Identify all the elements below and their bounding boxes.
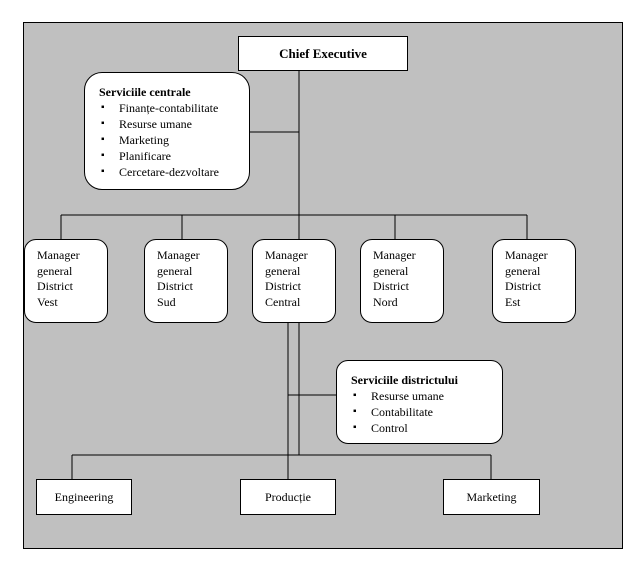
department-label: Marketing <box>466 489 517 504</box>
list-item: Control <box>351 420 492 436</box>
manager-line: general <box>265 263 301 278</box>
manager-line: Manager <box>157 248 200 262</box>
department-marketing-box: Marketing <box>443 479 540 515</box>
manager-line: District <box>157 279 193 293</box>
manager-line: general <box>157 263 193 278</box>
manager-line: Est <box>505 294 521 309</box>
manager-line: District <box>37 279 73 293</box>
list-item: Marketing <box>99 132 239 148</box>
department-productie-box: Producție <box>240 479 336 515</box>
list-item: Resurse umane <box>99 116 239 132</box>
district-services-title: Serviciile districtului <box>351 373 458 387</box>
central-services-title: Serviciile centrale <box>99 85 191 99</box>
manager-line: general <box>37 263 73 278</box>
manager-line: Vest <box>37 294 58 309</box>
manager-sud-box: Manager general District Sud <box>144 239 228 323</box>
list-item: Contabilitate <box>351 404 492 420</box>
manager-central-box: Manager general District Central <box>252 239 336 323</box>
manager-line: District <box>505 279 541 293</box>
list-item: Planificare <box>99 148 239 164</box>
manager-line: District <box>265 279 301 293</box>
central-services-box: Serviciile centrale Finanțe-contabilitat… <box>84 72 250 190</box>
list-item: Cercetare-dezvoltare <box>99 164 239 180</box>
manager-line: Manager <box>505 248 548 262</box>
department-label: Producție <box>265 489 311 504</box>
manager-line: Manager <box>373 248 416 262</box>
chief-executive-label: Chief Executive <box>279 45 367 61</box>
manager-line: Manager <box>265 248 308 262</box>
district-services-list: Resurse umane Contabilitate Control <box>351 388 492 436</box>
central-services-list: Finanțe-contabilitate Resurse umane Mark… <box>99 100 239 180</box>
department-engineering-box: Engineering <box>36 479 132 515</box>
manager-line: Nord <box>373 294 398 309</box>
manager-line: Manager <box>37 248 80 262</box>
manager-line: general <box>373 263 409 278</box>
manager-vest-box: Manager general District Vest <box>24 239 108 323</box>
list-item: Finanțe-contabilitate <box>99 100 239 116</box>
chief-executive-box: Chief Executive <box>238 36 408 71</box>
manager-est-box: Manager general District Est <box>492 239 576 323</box>
manager-nord-box: Manager general District Nord <box>360 239 444 323</box>
list-item: Resurse umane <box>351 388 492 404</box>
manager-line: District <box>373 279 409 293</box>
manager-line: general <box>505 263 541 278</box>
manager-line: Central <box>265 294 301 309</box>
district-services-box: Serviciile districtului Resurse umane Co… <box>336 360 503 444</box>
department-label: Engineering <box>54 489 114 504</box>
manager-line: Sud <box>157 294 176 309</box>
